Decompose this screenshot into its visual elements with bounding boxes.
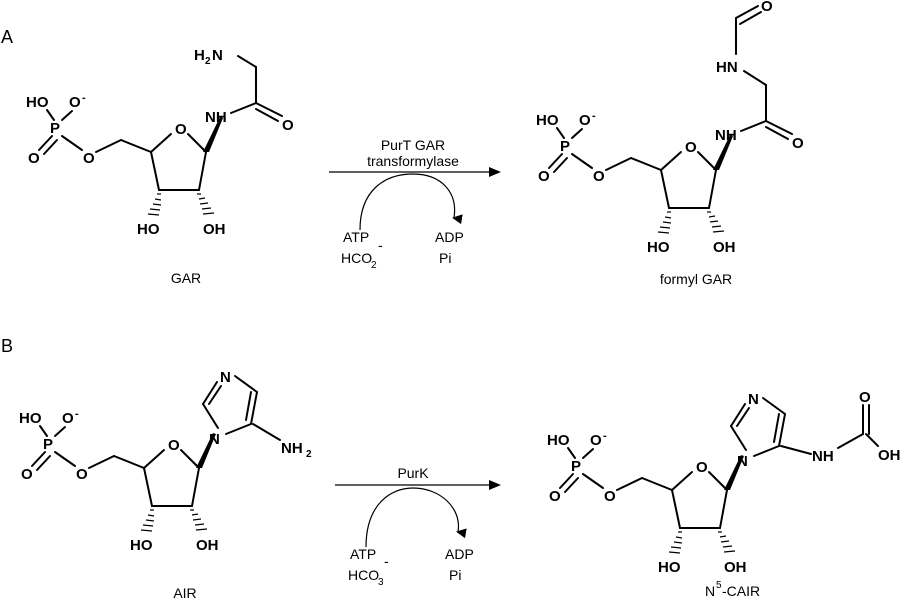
hydroxyl-label: OH bbox=[878, 447, 901, 464]
input-cofactor-charge: - bbox=[378, 237, 383, 253]
product-name: -CAIR bbox=[722, 583, 760, 599]
amine-label: N bbox=[212, 47, 223, 64]
carbamate-nh-label: NH bbox=[812, 448, 834, 465]
imidazole-n3-label: N bbox=[220, 369, 231, 386]
panel-letter: B bbox=[1, 336, 13, 356]
amine-subscript: 2 bbox=[306, 449, 312, 460]
gar-structure: NH O H 2 N GAR bbox=[25, 47, 294, 286]
n5-cair-structure: N N NH O OH N 5 -CAIR bbox=[546, 389, 901, 599]
imidazole-bond bbox=[762, 397, 786, 415]
ch2-nh-bond bbox=[743, 70, 767, 86]
imidazole-n1-label: N bbox=[737, 453, 748, 470]
enzyme-name: transformylase bbox=[367, 153, 459, 169]
c-nh2-bond bbox=[252, 423, 281, 441]
imidazole-bond bbox=[753, 445, 780, 457]
imidazole-double-bond bbox=[202, 381, 218, 405]
product-name: formyl GAR bbox=[660, 271, 732, 287]
output-cofactor: ADP bbox=[435, 229, 464, 245]
output-cofactor: Pi bbox=[449, 567, 461, 583]
output-cofactor: Pi bbox=[439, 250, 451, 266]
nh-c-bond bbox=[837, 433, 864, 449]
panel-letter: A bbox=[1, 27, 13, 47]
air-structure: N N NH 2 AIR bbox=[18, 369, 312, 600]
input-cofactor: HCO bbox=[348, 567, 379, 583]
imidazole-n1-label: N bbox=[209, 431, 220, 448]
carbonyl-oxygen-label: O bbox=[282, 117, 294, 134]
product-name-superscript: 5 bbox=[716, 580, 722, 591]
c-o-double-bond bbox=[765, 126, 789, 140]
input-cofactor-subscript: 3 bbox=[378, 577, 384, 588]
imidazole-double-bond bbox=[778, 413, 786, 447]
c-o-double-bond bbox=[765, 120, 793, 135]
input-cofactor-subscript: 2 bbox=[371, 260, 377, 271]
nh-c-bond bbox=[740, 120, 767, 132]
amine-label: H bbox=[194, 47, 205, 64]
imidazole-bond bbox=[225, 423, 252, 435]
cofactor-curved-arrow bbox=[359, 173, 463, 231]
imidazole-double-bond bbox=[245, 391, 252, 421]
input-cofactor: HCO bbox=[341, 250, 372, 266]
reaction-arrow-b: PurK ATP HCO 3 - ADP Pi bbox=[335, 465, 501, 588]
input-cofactor: ATP bbox=[343, 229, 369, 245]
amine-label: NH bbox=[281, 440, 303, 457]
output-cofactor: ADP bbox=[445, 546, 474, 562]
panel-b: B N N NH 2 AIR PurK ATP HCO 3 bbox=[1, 336, 901, 600]
carbonyl-oxygen-label: O bbox=[792, 135, 804, 152]
imidazole-n3-label: N bbox=[748, 391, 759, 408]
ch2-n-bond bbox=[237, 55, 257, 68]
imidazole-double-bond bbox=[773, 413, 780, 443]
product-name: N bbox=[705, 583, 715, 599]
formyl-oxygen-label: O bbox=[761, 0, 773, 15]
formyl-double-bond bbox=[739, 11, 762, 25]
amine-subscript: 2 bbox=[205, 56, 211, 67]
imidazole-double-bond bbox=[736, 407, 750, 427]
cofactor-curved-arrow bbox=[365, 487, 467, 548]
nh-c-bond bbox=[230, 102, 257, 114]
imidazole-bond bbox=[234, 375, 258, 393]
formyl-double-bond bbox=[735, 5, 759, 19]
enzyme-name: PurK bbox=[397, 465, 429, 481]
imidazole-double-bond bbox=[208, 385, 222, 405]
substrate-name: AIR bbox=[173, 585, 196, 600]
formamide-nh-label: HN bbox=[716, 59, 738, 76]
c-oh-bond bbox=[865, 433, 879, 447]
input-cofactor-charge: - bbox=[384, 553, 389, 569]
c-nh-bond bbox=[780, 445, 812, 455]
carbonyl-oxygen-label: O bbox=[859, 389, 871, 406]
c-o-double-bond bbox=[255, 108, 279, 122]
amide-nh-label: NH bbox=[205, 109, 227, 126]
enzyme-name: PurT GAR bbox=[381, 137, 445, 153]
panel-a: A NH O H 2 N GAR PurT GAR transformylase… bbox=[1, 0, 804, 287]
imidazole-double-bond bbox=[730, 403, 746, 427]
input-cofactor: ATP bbox=[350, 546, 376, 562]
substrate-name: GAR bbox=[171, 270, 201, 286]
formyl-gar-structure: NH O HN O formyl GAR bbox=[535, 0, 804, 287]
imidazole-bond bbox=[202, 403, 219, 429]
imidazole-bond bbox=[730, 425, 747, 451]
c-o-double-bond bbox=[255, 102, 283, 117]
amide-nh-label: NH bbox=[715, 127, 737, 144]
imidazole-double-bond bbox=[250, 391, 258, 425]
reaction-arrow-a: PurT GAR transformylase ATP HCO 2 - ADP … bbox=[329, 137, 501, 271]
